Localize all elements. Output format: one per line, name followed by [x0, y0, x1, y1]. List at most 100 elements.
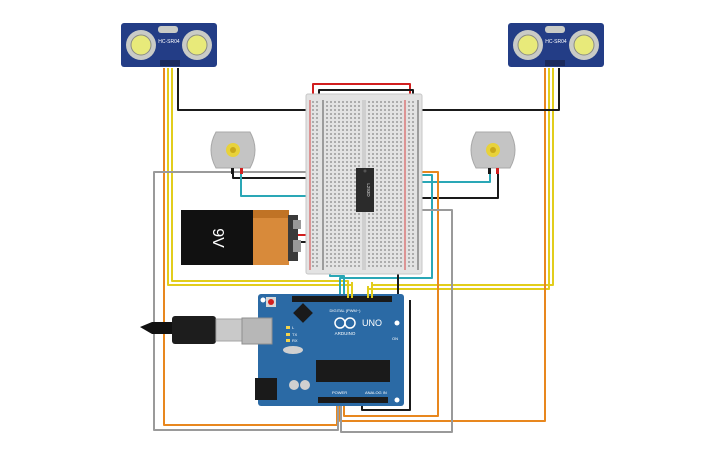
breadboard-hole — [376, 221, 378, 223]
breadboard-hole — [358, 157, 360, 159]
breadboard-hole — [312, 225, 314, 227]
breadboard-hole — [388, 189, 390, 191]
breadboard-hole — [376, 197, 378, 199]
breadboard-hole — [312, 237, 314, 239]
breadboard-hole — [346, 109, 348, 111]
arduino-uno[interactable]: L TX RX ON DIGITAL (PWM~) UNO ARDUINO PO… — [241, 294, 404, 406]
breadboard-hole — [392, 209, 394, 211]
breadboard-hole — [392, 261, 394, 263]
breadboard-hole — [388, 233, 390, 235]
breadboard-hole — [350, 229, 352, 231]
arduino-reset-button-cap — [268, 299, 274, 305]
battery-black-section — [181, 210, 253, 265]
breadboard-hole — [312, 233, 314, 235]
breadboard-hole — [368, 265, 370, 267]
breadboard-hole — [326, 185, 328, 187]
breadboard-hole — [350, 153, 352, 155]
breadboard-hole — [334, 261, 336, 263]
breadboard-hole — [334, 153, 336, 155]
breadboard-hole — [368, 117, 370, 119]
breadboard-hole — [358, 265, 360, 267]
breadboard-hole — [408, 141, 410, 143]
breadboard-hole — [384, 221, 386, 223]
breadboard-hole — [392, 145, 394, 147]
breadboard-hole — [326, 209, 328, 211]
breadboard-hole — [400, 157, 402, 159]
breadboard-hole — [400, 229, 402, 231]
breadboard-hole — [372, 113, 374, 115]
breadboard-hole — [396, 149, 398, 151]
breadboard-hole — [380, 237, 382, 239]
breadboard-hole — [412, 245, 414, 247]
breadboard-hole — [384, 133, 386, 135]
breadboard-hole — [342, 201, 344, 203]
breadboard-hole — [338, 185, 340, 187]
breadboard-hole — [384, 225, 386, 227]
breadboard-hole — [312, 185, 314, 187]
breadboard-holes — [312, 101, 414, 267]
breadboard-hole — [396, 201, 398, 203]
breadboard-hole — [368, 101, 370, 103]
breadboard-hole — [316, 221, 318, 223]
breadboard-hole — [408, 161, 410, 163]
breadboard-hole — [350, 213, 352, 215]
breadboard-hole — [316, 121, 318, 123]
breadboard-hole — [396, 121, 398, 123]
breadboard-hole — [312, 153, 314, 155]
breadboard-hole — [342, 265, 344, 267]
breadboard-hole — [354, 245, 356, 247]
ultrasonic-sensor-left[interactable]: HC-SR04 — [121, 23, 217, 67]
breadboard-hole — [334, 193, 336, 195]
breadboard-hole — [384, 105, 386, 107]
breadboard-hole — [346, 157, 348, 159]
breadboard-hole — [326, 157, 328, 159]
breadboard-hole — [412, 261, 414, 263]
breadboard-hole — [388, 141, 390, 143]
breadboard-hole — [408, 249, 410, 251]
breadboard-hole — [384, 257, 386, 259]
breadboard-hole — [396, 257, 398, 259]
breadboard-hole — [384, 125, 386, 127]
breadboard-hole — [342, 117, 344, 119]
breadboard-hole — [388, 253, 390, 255]
breadboard-hole — [358, 117, 360, 119]
breadboard-hole — [354, 117, 356, 119]
breadboard-hole — [312, 173, 314, 175]
breadboard-hole — [312, 205, 314, 207]
breadboard-hole — [334, 241, 336, 243]
chip-notch — [363, 169, 367, 173]
breadboard-hole — [400, 245, 402, 247]
breadboard-hole — [412, 153, 414, 155]
battery-9v[interactable]: 9V — [181, 210, 301, 265]
breadboard-hole — [388, 229, 390, 231]
ultrasonic-sensor-right[interactable]: HC-SR04 — [508, 23, 604, 67]
breadboard-hole — [384, 149, 386, 151]
breadboard-hole — [346, 205, 348, 207]
breadboard-hole — [326, 173, 328, 175]
motor-right-terminal-black — [488, 168, 491, 174]
breadboard-hole — [392, 121, 394, 123]
breadboard-hole — [350, 117, 352, 119]
breadboard-hole — [354, 197, 356, 199]
breadboard-hole — [372, 241, 374, 243]
breadboard-hole — [412, 209, 414, 211]
breadboard-hole — [376, 113, 378, 115]
breadboard-hole — [316, 253, 318, 255]
breadboard-hole — [346, 213, 348, 215]
motor-driver-chip[interactable]: L293D — [356, 168, 374, 212]
dc-motor-left[interactable] — [210, 131, 256, 174]
dc-motor-right[interactable] — [470, 131, 516, 174]
breadboard-hole — [326, 261, 328, 263]
breadboard-hole — [350, 201, 352, 203]
breadboard-hole — [326, 213, 328, 215]
breadboard-hole — [392, 217, 394, 219]
breadboard-hole — [400, 185, 402, 187]
breadboard-hole — [312, 209, 314, 211]
arduino-crystal — [283, 346, 303, 354]
breadboard-hole — [412, 137, 414, 139]
breadboard-hole — [354, 237, 356, 239]
breadboard-hole — [330, 101, 332, 103]
breadboard-hole — [316, 201, 318, 203]
breadboard-hole — [392, 169, 394, 171]
breadboard-hole — [384, 181, 386, 183]
